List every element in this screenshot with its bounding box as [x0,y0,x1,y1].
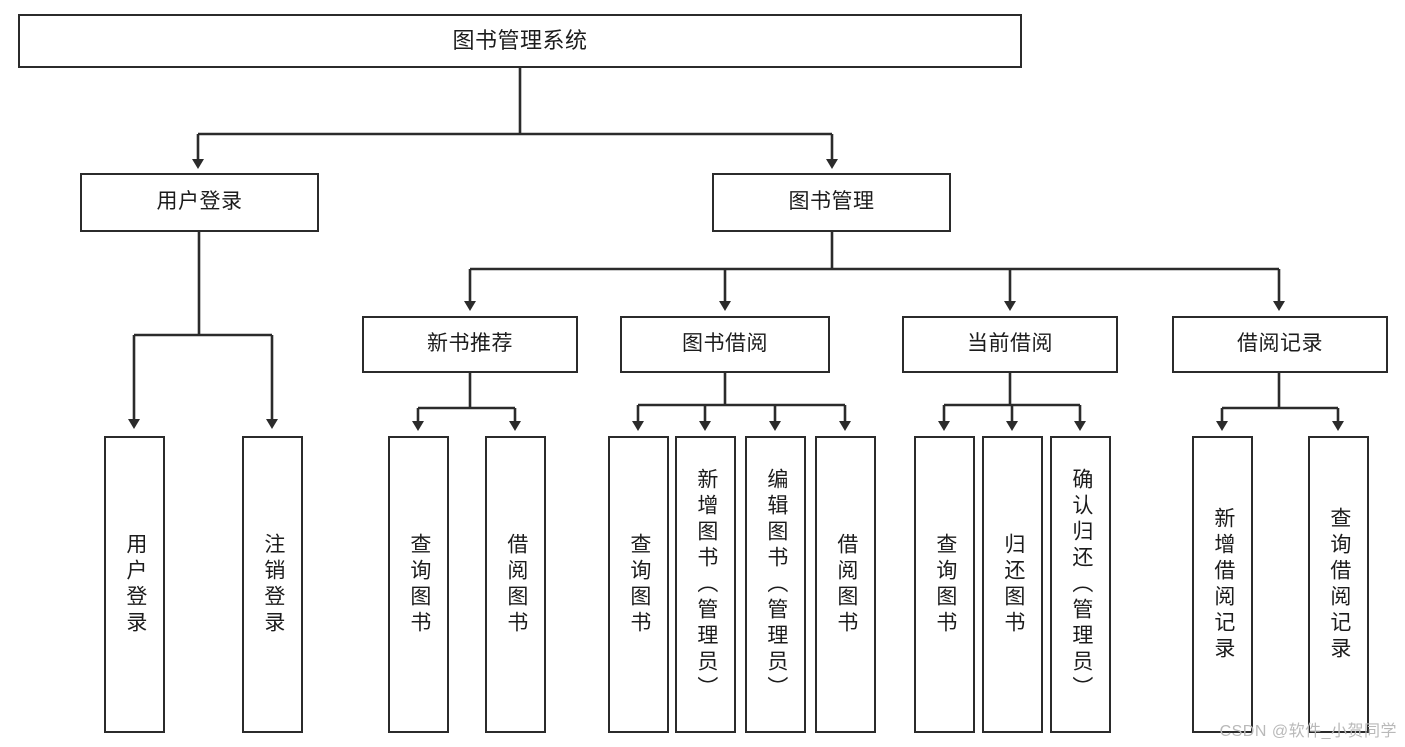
node-current-borrow[interactable]: 当前借阅 [902,316,1118,373]
leaf-add-book-admin[interactable]: 新增图书（管理员） [675,436,736,733]
node-user-login[interactable]: 用户登录 [80,173,319,232]
node-root[interactable]: 图书管理系统 [18,14,1022,68]
watermark: CSDN @软件_小贺同学 [1219,723,1397,740]
leaf-borrow-book-newbook[interactable]: 借阅图书 [485,436,546,733]
leaf-query-book-current-label: 查询图书 [933,532,957,637]
leaf-borrow-book-label: 借阅图书 [834,532,858,637]
leaf-user-login[interactable]: 用户登录 [104,436,165,733]
leaf-query-borrow-record[interactable]: 查询借阅记录 [1308,436,1369,733]
node-new-book-recommend-label: 新书推荐 [427,332,513,356]
leaf-edit-book-admin-label: 编辑图书（管理员） [764,467,788,702]
leaf-confirm-return-admin[interactable]: 确认归还（管理员） [1050,436,1111,733]
leaf-query-book-newbook[interactable]: 查询图书 [388,436,449,733]
leaf-query-borrow-record-label: 查询借阅记录 [1327,506,1351,663]
node-book-management-label: 图书管理 [788,190,875,214]
leaf-query-book-borrow-label: 查询图书 [627,532,651,637]
leaf-return-book[interactable]: 归还图书 [982,436,1043,733]
leaf-return-book-label: 归还图书 [1001,532,1025,637]
leaf-user-login-label: 用户登录 [123,532,147,637]
leaf-query-book-current[interactable]: 查询图书 [914,436,975,733]
node-root-label: 图书管理系统 [452,28,588,54]
node-book-borrow[interactable]: 图书借阅 [620,316,830,373]
leaf-query-book-borrow[interactable]: 查询图书 [608,436,669,733]
node-new-book-recommend[interactable]: 新书推荐 [362,316,578,373]
node-book-management[interactable]: 图书管理 [712,173,951,232]
node-borrow-record[interactable]: 借阅记录 [1172,316,1388,373]
leaf-add-book-admin-label: 新增图书（管理员） [694,467,718,702]
leaf-edit-book-admin[interactable]: 编辑图书（管理员） [745,436,806,733]
node-borrow-record-label: 借阅记录 [1237,332,1323,356]
leaf-logout-label: 注销登录 [261,532,285,637]
node-user-login-label: 用户登录 [156,190,243,214]
node-book-borrow-label: 图书借阅 [682,332,768,356]
leaf-logout[interactable]: 注销登录 [242,436,303,733]
leaf-borrow-book[interactable]: 借阅图书 [815,436,876,733]
leaf-query-book-newbook-label: 查询图书 [407,532,431,637]
leaf-borrow-book-newbook-label: 借阅图书 [504,532,528,637]
leaf-add-borrow-record-label: 新增借阅记录 [1211,506,1235,663]
leaf-confirm-return-admin-label: 确认归还（管理员） [1069,467,1093,702]
node-current-borrow-label: 当前借阅 [967,332,1053,356]
leaf-add-borrow-record[interactable]: 新增借阅记录 [1192,436,1253,733]
